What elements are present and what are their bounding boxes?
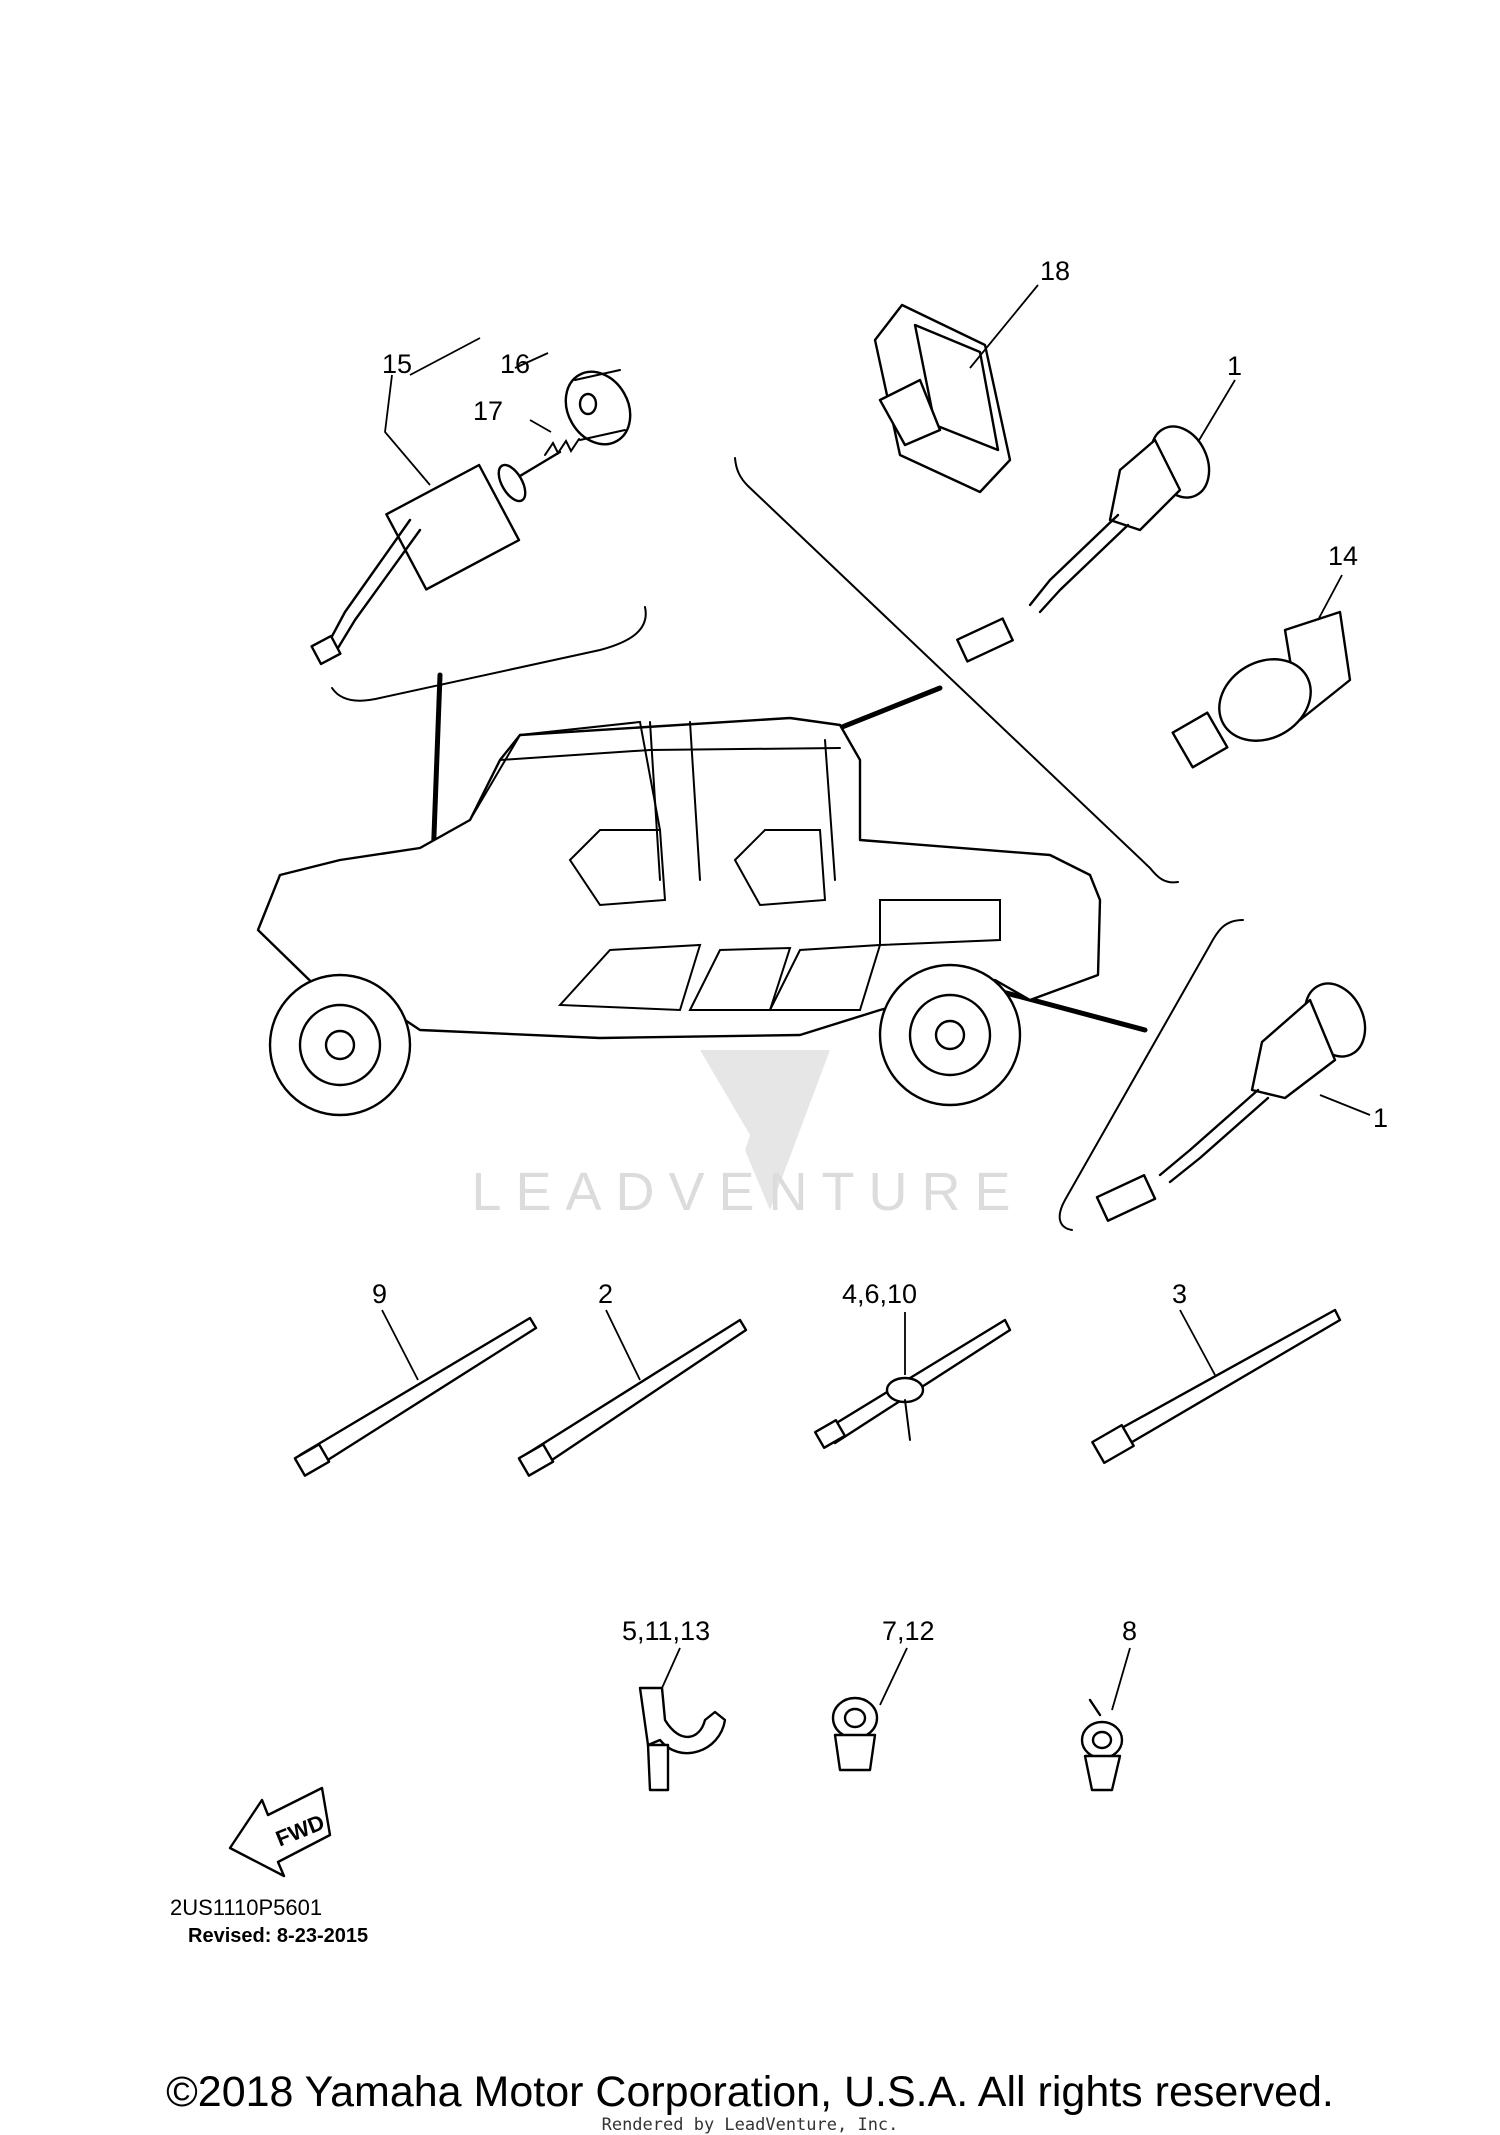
group-outline-right-upper [734, 457, 1179, 884]
part-17-spring [544, 438, 580, 456]
part-14-connector [1171, 610, 1352, 769]
part-3-cable-tie [1091, 1308, 1342, 1465]
group-outline-right-lower [1058, 919, 1244, 1231]
callout-2: 2 [598, 1279, 613, 1309]
copyright-notice: ©2018 Yamaha Motor Corporation, U.S.A. A… [166, 2068, 1334, 2116]
part-8-clamp [1080, 1698, 1124, 1792]
callout-14: 14 [1328, 541, 1358, 571]
callout-17: 17 [473, 396, 503, 426]
part-7-12-clamp [831, 1696, 879, 1772]
callout-3: 3 [1172, 1279, 1187, 1309]
callout-4-6-10: 4,6,10 [842, 1279, 917, 1309]
callout-1-right: 1 [1373, 1103, 1388, 1133]
fwd-arrow-icon: FWD [228, 1786, 332, 1878]
group-outline-switch [331, 606, 647, 702]
part-1-right-socket [1095, 982, 1367, 1222]
leadventure-watermark: LEADVENTURE [471, 1050, 1024, 1222]
callout-15: 15 [382, 349, 412, 379]
part-5-11-13-clamp [638, 1686, 727, 1792]
part-2-cable-tie [517, 1318, 748, 1477]
part-4-6-10-cable-tie-clip [813, 1318, 1012, 1449]
callout-1-top: 1 [1227, 351, 1242, 381]
rendered-by-credit: Rendered by LeadVenture, Inc. [601, 2115, 899, 2135]
part-1-top-socket [956, 425, 1211, 663]
callout-16: 16 [500, 349, 530, 379]
callout-labels: 18 15 16 17 1 14 1 9 2 4,6,10 3 5,11,13 … [372, 256, 1388, 1646]
callout-18: 18 [1040, 256, 1070, 286]
watermark-logo-icon [700, 1050, 830, 1210]
callout-7-12: 7,12 [882, 1616, 935, 1646]
callout-leader-lines [381, 284, 1371, 1711]
utv-front-wheel [268, 973, 412, 1117]
part-16-knob [564, 369, 632, 446]
callout-9: 9 [372, 1279, 387, 1309]
revision-date: Revised: 8-23-2015 [188, 1925, 368, 1947]
part-18-switch-panel [873, 303, 1012, 494]
callout-8: 8 [1122, 1616, 1137, 1646]
part-9-cable-tie [293, 1316, 538, 1477]
drawing-code: 2US1110P5601 [170, 1895, 322, 1920]
watermark-text: LEADVENTURE [471, 1162, 1024, 1222]
utv-rear-wheel [878, 963, 1022, 1107]
utv-vehicle-outline [256, 716, 1102, 1040]
part-15-switch-assembly [310, 450, 562, 666]
callout-5-11-13: 5,11,13 [622, 1616, 710, 1646]
